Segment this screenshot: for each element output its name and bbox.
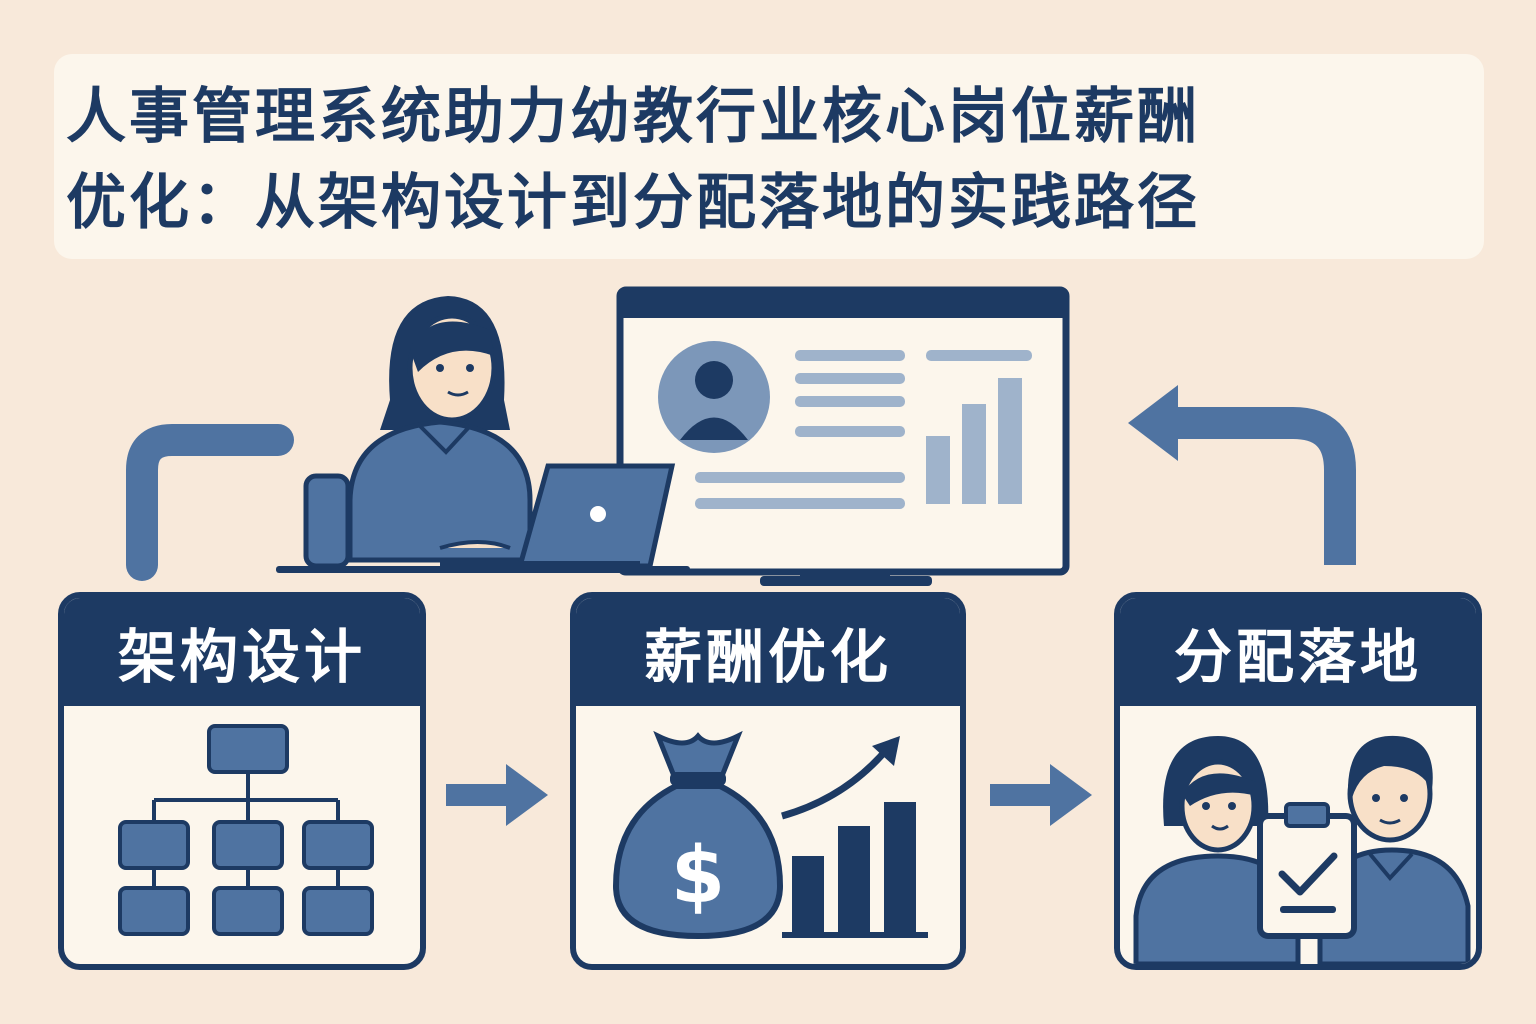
- people-checklist-icon: [1133, 735, 1471, 964]
- loop-arrow-left-icon: [126, 424, 294, 581]
- step-title: 架构设计: [64, 598, 420, 706]
- step-card-salary-optimization: 薪酬优化 $: [570, 592, 966, 970]
- arrow-right-icon: [990, 764, 1092, 826]
- clipboard-check-icon: [1257, 802, 1357, 939]
- growth-bars-icon: [782, 802, 928, 938]
- money-bag-icon: $: [612, 730, 784, 940]
- svg-text:$: $: [671, 831, 725, 921]
- monitor-icon: [616, 286, 1070, 586]
- hr-staff-woman-icon: [303, 296, 533, 569]
- title-banner: [54, 54, 1484, 259]
- step-card-allocation: 分配落地: [1114, 592, 1482, 970]
- title-line-2: 优化：从架构设计到分配落地的实践路径: [66, 168, 1200, 238]
- step-title: 分配落地: [1120, 598, 1476, 706]
- man-avatar-icon: [1317, 735, 1471, 964]
- money-bag-growth-icon: $: [612, 730, 928, 940]
- desk-surface: [276, 566, 690, 573]
- step-card-architecture: 架构设计: [58, 592, 426, 970]
- laptop-icon: [440, 463, 676, 569]
- title-line-1: 人事管理系统助力幼教行业核心岗位薪酬: [66, 82, 1200, 152]
- org-chart-icon: [118, 724, 374, 936]
- arrow-right-icon: [446, 764, 548, 826]
- loop-arrow-right-icon: [1128, 385, 1356, 565]
- trend-arrow-icon: [781, 745, 891, 820]
- step-title: 薪酬优化: [576, 598, 960, 706]
